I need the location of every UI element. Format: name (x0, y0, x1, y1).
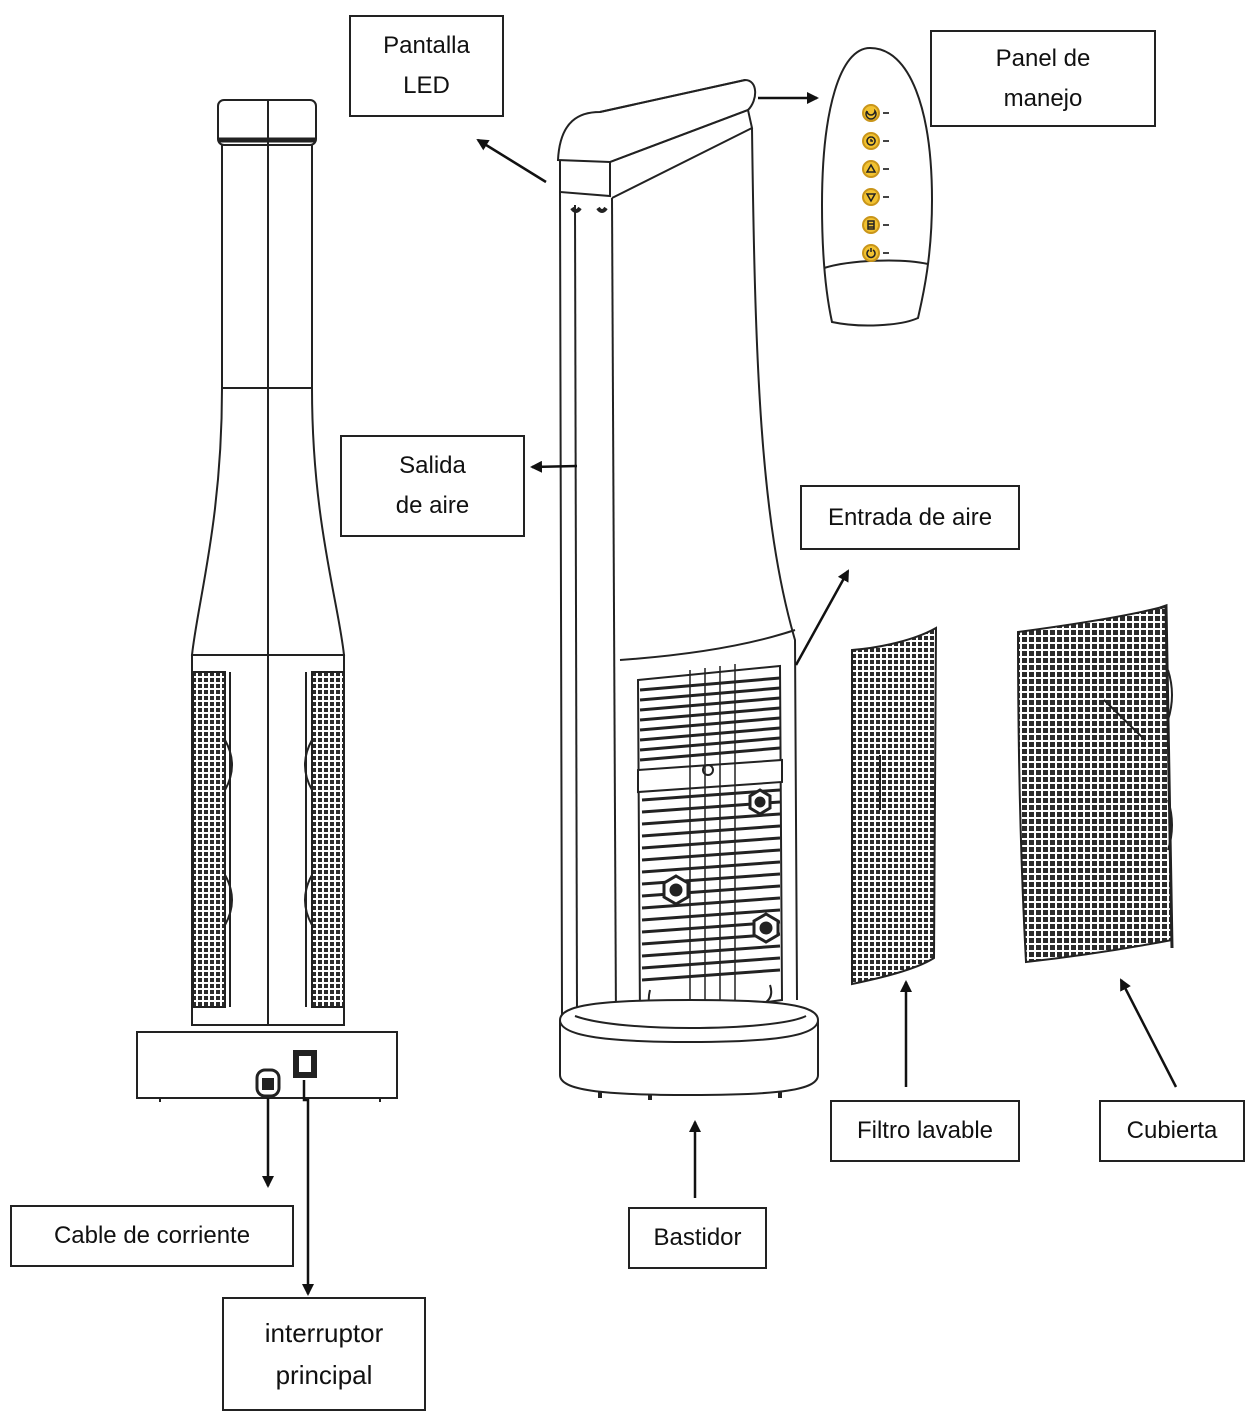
intake-grill (636, 664, 784, 1022)
label-filtro-lavable: Filtro lavable (830, 1100, 1020, 1162)
label-panel-manejo: Panel de manejo (930, 30, 1156, 127)
label-line: Pantalla (383, 32, 470, 59)
arrow-pantalla (476, 138, 547, 184)
arrow-entrada (794, 569, 850, 666)
washable-filter (851, 626, 938, 986)
label-interruptor-principal: interruptor principal (222, 1297, 426, 1411)
label-line: LED (403, 72, 450, 99)
label-line: Panel de (995, 44, 1091, 72)
main-switch-icon (293, 1050, 317, 1078)
label-entrada-aire: Entrada de aire (800, 485, 1020, 550)
label-line: de aire (395, 492, 470, 519)
power-icon (862, 244, 889, 262)
leader-arrows (262, 92, 1178, 1296)
label-line: Salida (399, 452, 466, 479)
tower-body-front (559, 191, 613, 1026)
rear-view-tower (136, 99, 398, 1102)
timer-icon (862, 132, 889, 150)
tower-head (556, 78, 757, 164)
rear-right-grill (311, 671, 345, 1008)
label-pantalla-led: Pantalla LED (349, 15, 504, 117)
label-line: Filtro lavable (856, 1117, 994, 1144)
label-line: Cubierta (1126, 1117, 1218, 1144)
label-cable-corriente: Cable de corriente (10, 1205, 294, 1267)
label-line: manejo (1003, 84, 1083, 112)
label-line: principal (275, 1360, 373, 1390)
label-salida-aire: Salida de aire (340, 435, 525, 537)
filter-icon (862, 216, 889, 234)
label-cubierta: Cubierta (1099, 1100, 1245, 1162)
tower-base (559, 998, 819, 1100)
arrow-salida (530, 460, 578, 473)
up-triangle-icon (862, 160, 889, 178)
down-triangle-icon (862, 188, 889, 206)
grill-screw (662, 788, 780, 944)
label-line: Cable de corriente (53, 1222, 251, 1249)
label-line: Entrada de aire (827, 503, 993, 531)
label-bastidor: Bastidor (628, 1207, 767, 1269)
arrow-cubierta (1119, 978, 1178, 1088)
arrow-interruptor (302, 1080, 314, 1296)
label-line: Bastidor (653, 1224, 742, 1251)
power-socket-icon (255, 1068, 281, 1098)
main-tower (556, 78, 819, 1100)
cover-panel (1016, 603, 1174, 964)
rear-left-grill (192, 671, 226, 1008)
moon-icon (862, 104, 889, 122)
control-panel (820, 46, 934, 327)
label-line: interruptor (264, 1318, 384, 1348)
